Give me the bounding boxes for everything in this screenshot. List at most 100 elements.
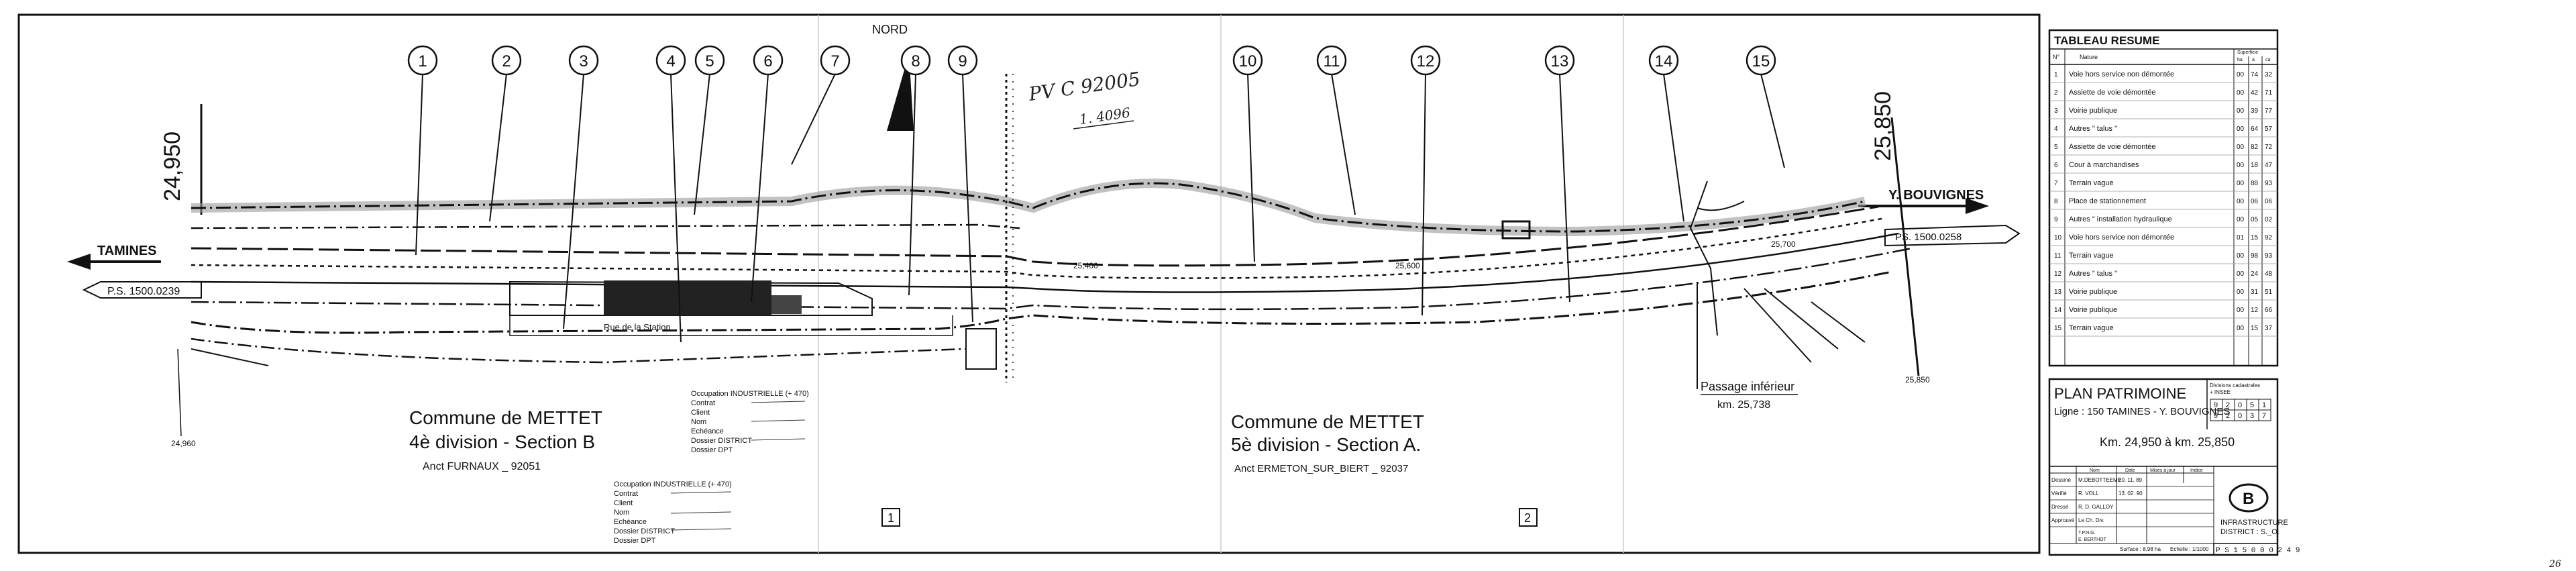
parcel-number: 15 [1752, 52, 1770, 70]
building-small [1501, 220, 1531, 240]
tableau-cell-a: 98 [2251, 252, 2259, 260]
infra-line: DISTRICT : S._O. [2220, 528, 2279, 536]
grid-digit: 7 [2262, 412, 2266, 420]
tableau-cell-a: 15 [2251, 234, 2259, 242]
direction-right: Y. BOUVIGNES PS. 1500.0258 [1858, 188, 2021, 247]
tableau-cell-ha: 00 [2237, 144, 2245, 151]
tableau-cell-a: 18 [2251, 162, 2259, 169]
tableau-cell-ca: 93 [2265, 180, 2273, 187]
stamp-line: Dossier DPT [691, 446, 733, 454]
parcel-number: 14 [1655, 52, 1673, 70]
sig-role: Approuvé [2051, 517, 2075, 523]
tableau-cell-a: 15 [2251, 325, 2259, 332]
tableau-cell-a: 82 [2251, 144, 2259, 151]
tableau-cell-ha: 00 [2237, 89, 2245, 97]
parcel-number: 12 [1417, 52, 1435, 70]
tableau-cell-ha: 00 [2237, 325, 2245, 332]
direction-left: TAMINES P.S. 1500.0239 [67, 244, 202, 299]
approver-line: T.P.N.G. [2078, 531, 2096, 535]
parcel-number: 13 [1551, 52, 1569, 70]
commune-block-2: Commune de METTET 5è division - Section … [1231, 411, 1424, 474]
sig-header: Date [2125, 468, 2135, 473]
parcel-number: 4 [666, 52, 675, 70]
tableau-resume: TABLEAU RESUME N° Nature Superficie ha a… [2048, 29, 2279, 367]
grid-digit: 0 [2238, 412, 2242, 420]
sig-header: Indice [2190, 468, 2203, 473]
box-label-2: 2 [1519, 508, 1538, 527]
tableau-cell-nature: Autres " installation hydraulique [2069, 215, 2172, 223]
tableau-cell-ca: 48 [2265, 270, 2273, 278]
cartouche: PLAN PATRIMOINE Ligne : 150 TAMINES - Y.… [2048, 378, 2300, 556]
km-right-marker: 25,850 [1870, 91, 1920, 376]
stamp-line: Dossier DISTRICT [614, 527, 675, 535]
cartouche-surface: Surface : 8,98 ha [2120, 546, 2161, 552]
ps-right-label: PS. 1500.0258 [1895, 231, 1962, 243]
sig-role: Dressé [2051, 504, 2069, 510]
hydraulic-structure [965, 328, 997, 370]
tableau-cell-n: 9 [2054, 216, 2058, 223]
parcel-circle-3: 3 [568, 45, 599, 76]
stamp-line: Dossier DPT [614, 537, 656, 545]
handwritten-underline [1073, 120, 1134, 129]
tableau-cell-n: 12 [2054, 270, 2062, 278]
stamp-line: Contrat [691, 399, 715, 407]
box-label-1: 1 [881, 508, 900, 527]
tableau-unit: ca [2265, 58, 2271, 62]
tableau-cell-nature: Voie hors service non démontée [2069, 70, 2174, 79]
approver-line: E. BERTHOT [2078, 537, 2107, 542]
commune-division: 5è division - Section A. [1231, 434, 1421, 455]
km-left-label: 24,950 [160, 132, 185, 201]
parcel-circle-1: 1 [407, 45, 438, 76]
parcel-circle-11: 11 [1316, 45, 1347, 76]
tableau-col-no: N° [2053, 54, 2059, 60]
tableau-cell-n: 7 [2054, 180, 2058, 187]
north-label: NORD [872, 23, 908, 36]
commune-name: Commune de METTET [1231, 411, 1424, 432]
tableau-cell-ha: 00 [2237, 162, 2245, 169]
grid-digit: 5 [2250, 401, 2254, 409]
tableau-cell-nature: Voirie publique [2069, 107, 2117, 115]
tableau-cell-ha: 00 [2237, 270, 2245, 278]
tableau-cell-n: 6 [2054, 162, 2058, 169]
tableau-cell-n: 10 [2054, 234, 2062, 242]
tableau-cell-ca: 77 [2265, 107, 2273, 115]
cartouche-div-label: Divisions cadastrales [2210, 382, 2260, 388]
stream-lines [1743, 288, 1866, 363]
tableau-cell-a: 88 [2251, 180, 2259, 187]
commune-division: 4è division - Section B [409, 431, 595, 452]
grid-digit: 3 [2250, 412, 2254, 420]
plan-reference: P S 1 5 0 0 0 2 4 9 [2216, 547, 2300, 555]
parcel-pointers [415, 73, 1785, 343]
tableau-col-sup: Superficie [2237, 50, 2258, 55]
km-tick [177, 348, 182, 437]
stamp-line: Echéance [691, 427, 724, 435]
tableau-cell-a: 24 [2251, 270, 2259, 278]
tableau-cell-ca: 71 [2265, 89, 2273, 97]
parcel-number: 11 [1324, 52, 1340, 70]
tableau-unit: ha [2237, 58, 2243, 62]
parcel-circle-9: 9 [947, 45, 978, 76]
commune-block-1: Commune de METTET 4è division - Section … [409, 407, 602, 472]
tableau-cell-ca: 57 [2265, 125, 2273, 133]
tableau-cell-ha: 00 [2237, 107, 2245, 115]
grid-cell [2258, 409, 2271, 421]
parcel-number: 3 [579, 52, 588, 70]
box-label-text: 1 [888, 511, 894, 525]
tableau-cell-nature: Assiette de voie démontée [2069, 89, 2156, 97]
passage-km: km. 25,738 [1717, 399, 1770, 411]
parcel-circle-10: 10 [1232, 45, 1263, 76]
grid-digit: 9 [2214, 412, 2218, 420]
km-mark: 24,960 [171, 439, 196, 448]
rail-corridor [191, 178, 1913, 366]
sig-name: R. VOLL [2078, 490, 2099, 497]
parcel-number: 7 [830, 52, 839, 70]
stamp-note-1: Occupation INDUSTRIELLE (+ 470) Contrat … [691, 390, 809, 454]
